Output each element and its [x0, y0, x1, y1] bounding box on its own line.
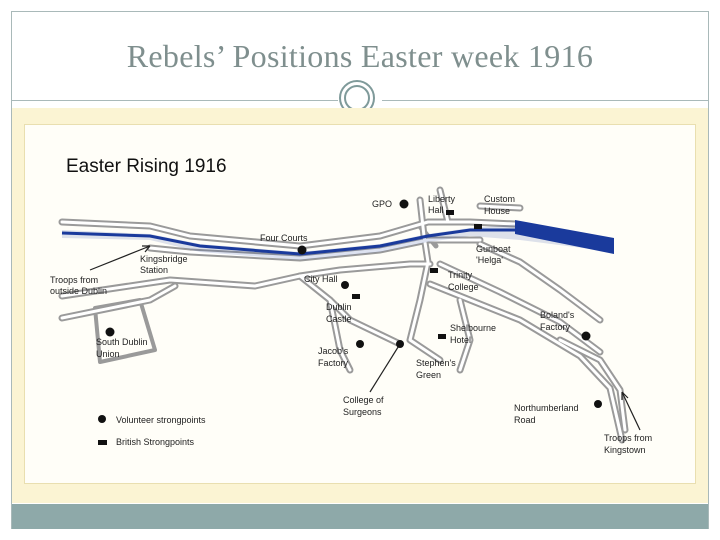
label-city-hall: City Hall — [304, 274, 338, 284]
map-roads — [58, 186, 629, 444]
marker-northumberland — [594, 400, 602, 408]
slide-title: Rebels’ Positions Easter week 1916 — [126, 38, 594, 74]
pointer-surgeons — [369, 343, 401, 393]
label-shelbourne-1: Shelbourne — [450, 323, 496, 333]
label-south-dublin-2: Union — [96, 349, 120, 359]
marker-trinity — [430, 268, 438, 273]
label-northumberland-2: Road — [514, 415, 536, 425]
label-custom-house-1: Custom — [484, 194, 515, 204]
label-jacobs-2: Factory — [318, 358, 349, 368]
legend-british-label: British Strongpoints — [116, 437, 195, 447]
arrow-head-kingstown — [621, 391, 629, 400]
label-troops-kingstown-2: Kingstown — [604, 445, 646, 455]
title-divider-left — [12, 100, 338, 101]
marker-south-dublin-union — [105, 327, 115, 337]
river-liffey-line — [61, 228, 520, 256]
marker-surgeons — [396, 340, 404, 348]
map-heading: Easter Rising 1916 — [66, 156, 227, 177]
title-divider-right — [382, 100, 708, 101]
legend-volunteer-marker — [98, 415, 106, 423]
marker-four-courts — [297, 245, 307, 255]
label-bolands-2: Factory — [540, 322, 571, 332]
label-custom-house-2: House — [484, 206, 510, 216]
label-jacobs-1: Jacob's — [318, 346, 349, 356]
label-dublin-castle-2: Castle — [326, 314, 352, 324]
marker-city-hall — [341, 281, 349, 289]
label-trinity-1: Trinity — [448, 270, 473, 280]
road-sd-union-box — [93, 298, 157, 364]
marker-liberty-hall — [446, 210, 454, 215]
marker-gpo — [399, 199, 409, 209]
marker-shelbourne — [438, 334, 446, 339]
legend-volunteer-label: Volunteer strongpoints — [116, 415, 206, 425]
slide-footer-bar — [12, 504, 708, 529]
british-strongpoints — [98, 210, 482, 445]
label-northumberland-1: Northumberland — [514, 403, 579, 413]
label-kingsbridge-2: Station — [140, 265, 168, 275]
label-surgeons-1: College of — [343, 395, 384, 405]
road-west — [58, 260, 434, 300]
label-south-dublin-1: South Dublin — [96, 337, 148, 347]
marker-bolands — [581, 331, 591, 341]
label-stephens-1: Stephen's — [416, 358, 456, 368]
marker-custom-house — [474, 224, 482, 229]
arrow-troops-kingstown — [621, 391, 641, 431]
label-troops-dublin-1: Troops from — [50, 275, 98, 285]
label-liberty-hall-1: Liberty — [428, 194, 456, 204]
label-troops-kingstown-1: Troops from — [604, 433, 652, 443]
label-liberty-hall-2: Hall — [428, 205, 444, 215]
label-gunboat-2: 'Helga' — [476, 255, 503, 265]
label-gpo: GPO — [372, 199, 392, 209]
river-liffey-estuary — [515, 220, 614, 254]
volunteer-strongpoints — [98, 199, 602, 423]
label-four-courts: Four Courts — [260, 233, 308, 243]
label-surgeons-2: Surgeons — [343, 407, 382, 417]
label-shelbourne-2: Hotel — [450, 335, 471, 345]
troop-arrows — [89, 245, 641, 431]
label-trinity-2: College — [448, 282, 479, 292]
label-stephens-2: Green — [416, 370, 441, 380]
marker-dublin-castle — [352, 294, 360, 299]
label-bolands-1: Boland's — [540, 310, 575, 320]
label-dublin-castle-1: Dublin — [326, 302, 352, 312]
legend-british-marker — [98, 440, 107, 445]
label-gunboat-1: Gunboat — [476, 244, 511, 254]
label-kingsbridge-1: Kingsbridge — [140, 254, 188, 264]
arrow-troops-outside-dublin — [89, 245, 151, 271]
label-troops-dublin-2: outside Dublin — [50, 286, 107, 296]
arrow-head-outside-dublin — [142, 245, 151, 253]
marker-jacobs — [356, 340, 364, 348]
river-liffey — [62, 224, 614, 260]
